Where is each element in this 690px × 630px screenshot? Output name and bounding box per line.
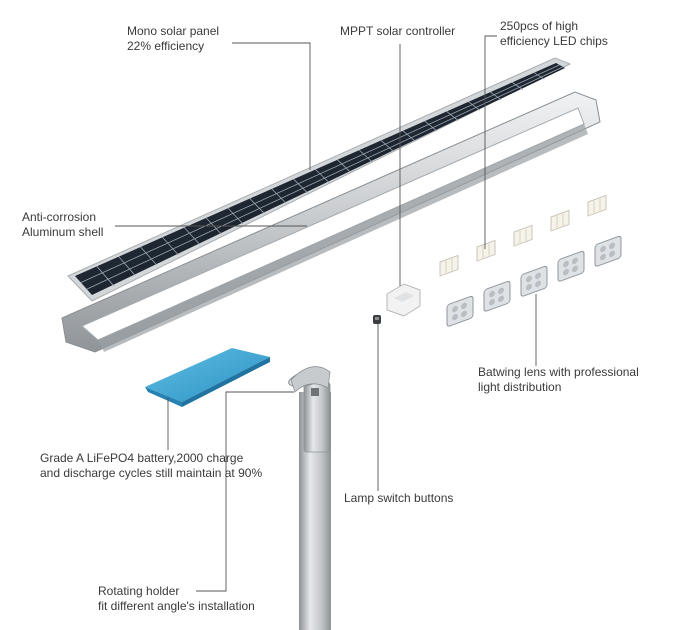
lamp-pole bbox=[299, 381, 331, 630]
solar-panel bbox=[67, 57, 572, 302]
led-chip bbox=[587, 194, 607, 217]
cell-divider bbox=[446, 111, 459, 121]
cell-divider bbox=[402, 130, 416, 142]
batwing-lens bbox=[594, 235, 622, 267]
mppt-controller bbox=[386, 283, 421, 317]
cell-divider bbox=[162, 237, 179, 255]
lamp-switch-button bbox=[373, 315, 381, 324]
cell-divider bbox=[249, 198, 265, 214]
batwing-lens-row bbox=[446, 235, 622, 327]
led-chip bbox=[439, 254, 459, 277]
cell-divider bbox=[533, 72, 545, 80]
leader-lines bbox=[115, 35, 537, 592]
cell-divider bbox=[227, 207, 244, 225]
cell-row-divider bbox=[80, 64, 560, 284]
leader-holder bbox=[196, 391, 294, 592]
rotating-holder bbox=[288, 366, 331, 396]
cell-divider bbox=[118, 256, 136, 276]
cell-divider bbox=[512, 82, 524, 90]
label-switch-buttons: Lamp switch buttons bbox=[344, 491, 454, 505]
cell-divider bbox=[380, 140, 394, 152]
label-led-chips: 250pcs of high efficiency LED chips bbox=[500, 19, 608, 48]
batwing-lens bbox=[483, 280, 511, 312]
solar-cell-grid bbox=[80, 64, 563, 290]
cell-divider bbox=[468, 101, 481, 111]
led-chip-row bbox=[439, 194, 607, 277]
led-chip bbox=[513, 224, 533, 247]
label-batwing-lens: Batwing lens with professional light dis… bbox=[478, 365, 639, 394]
leader-solar-panel bbox=[232, 42, 311, 170]
cell-divider bbox=[96, 266, 114, 286]
battery-pack bbox=[145, 348, 270, 407]
batwing-lens bbox=[520, 265, 548, 297]
cell-divider bbox=[315, 169, 330, 183]
cell-divider bbox=[293, 178, 308, 194]
label-mppt-controller: MPPT solar controller bbox=[340, 24, 456, 38]
label-solar-panel: Mono solar panel 22% efficiency bbox=[127, 24, 220, 53]
cell-divider bbox=[424, 120, 437, 132]
label-rotating-holder: Rotating holder fit different angle's in… bbox=[98, 584, 255, 613]
led-chip bbox=[550, 209, 570, 232]
cell-row-divider bbox=[86, 66, 563, 290]
cell-divider bbox=[490, 91, 502, 101]
leader-led-chips bbox=[484, 35, 497, 249]
cell-divider bbox=[358, 149, 373, 163]
cell-divider bbox=[271, 188, 287, 204]
led-chip bbox=[476, 239, 496, 262]
cell-divider bbox=[337, 159, 351, 173]
aluminum-shell bbox=[61, 91, 601, 353]
label-aluminum-shell: Anti-corrosion Aluminum shell bbox=[22, 210, 104, 239]
cell-divider bbox=[140, 246, 157, 266]
cell-divider bbox=[184, 227, 201, 245]
label-battery: Grade A LiFePO4 battery,2000 charge and … bbox=[40, 451, 263, 480]
batwing-lens bbox=[446, 295, 474, 327]
batwing-lens bbox=[557, 250, 585, 282]
